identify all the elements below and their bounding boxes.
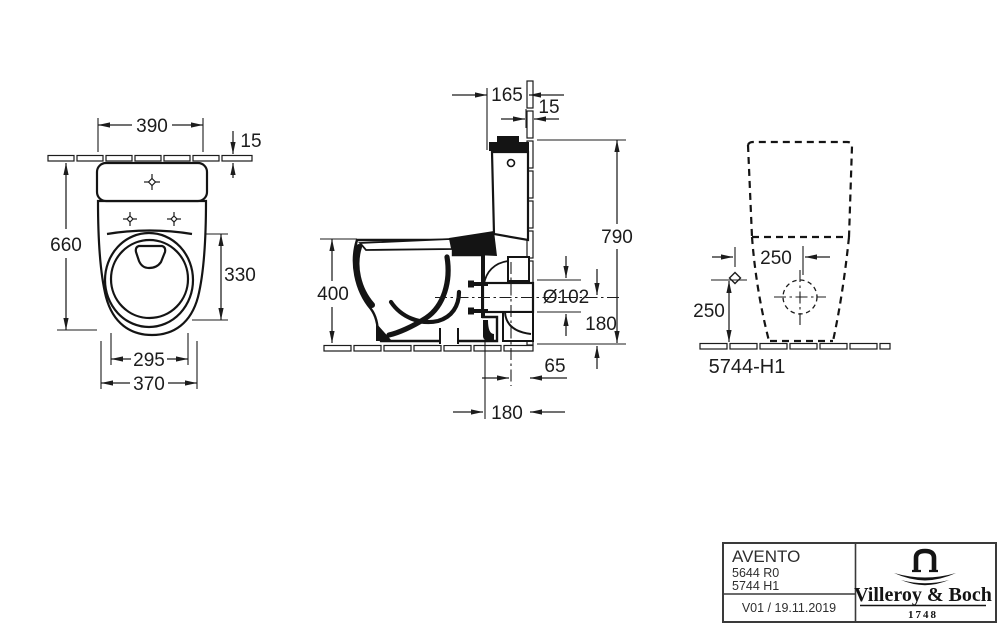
variant-label: 5744-H1: [709, 356, 786, 378]
version-date: V01 / 19.11.2019: [742, 601, 836, 615]
seat-hinge-mark-left-icon: [123, 212, 137, 226]
dim-outlet-to-wall: 65: [482, 356, 567, 381]
top-view: 390 15 660 330 295 370: [47, 116, 262, 395]
dim-total-length-label: 660: [50, 235, 82, 256]
trap-sump: [388, 289, 462, 325]
title-block: AVENTO 5644 R0 5744 H1 V01 / 19.11.2019 …: [722, 542, 997, 623]
dim-outlet-offset: 180: [453, 403, 565, 424]
article-number-2: 5744 H1: [732, 579, 779, 593]
brand-logo: Villeroy & Boch 1748: [854, 548, 992, 621]
side-view: 165 15 790 400 Ø102 180: [317, 80, 633, 424]
dim-outlet-height-label: 180: [585, 314, 617, 335]
dim-supply-height-label: 250: [693, 301, 725, 322]
rim-back-edge: [106, 229, 193, 236]
dim-outlet-to-wall-label: 65: [544, 356, 565, 377]
dim-cistern-depth-label: 165: [491, 85, 523, 106]
dim-total-height: 790: [601, 140, 633, 343]
dim-outlet-offset-label: 180: [491, 403, 523, 424]
brand-name: Villeroy & Boch: [854, 584, 992, 606]
dim-seat-width: 295: [111, 350, 188, 371]
flush-water-area: [134, 244, 167, 270]
pipe-flange-bolts: [468, 280, 488, 315]
dim-body-width: 370: [101, 374, 197, 395]
dim-supply-offset: 250: [712, 248, 830, 269]
outlet-elbow-body: [502, 311, 534, 342]
lid-center-mark-icon: [144, 174, 160, 190]
dim-outlet-diameter: Ø102: [543, 256, 589, 336]
rear-view: 250 250 5744-H1: [693, 140, 891, 378]
flush-button-icon: [506, 158, 516, 168]
dim-supply-height: 250: [693, 281, 732, 342]
trap-weir-wall: [386, 254, 451, 338]
title-block-border: [722, 542, 997, 623]
toilet-side-profile: [352, 136, 622, 386]
dim-cistern-depth: 165: [452, 85, 564, 106]
floor-hatch-rear: [699, 342, 891, 350]
dim-body-width-label: 370: [133, 374, 165, 395]
dim-outlet-diameter-label: Ø102: [543, 287, 589, 308]
extension-lines-side-view: [320, 88, 626, 419]
dim-total-length: 660: [50, 163, 82, 330]
dim-bowl-length: 330: [218, 234, 256, 320]
dim-supply-offset-label: 250: [760, 248, 792, 269]
bowl-outer-profile: [352, 238, 499, 343]
dim-cistern-width: 390: [98, 116, 203, 137]
seat-hinge-mark-right-icon: [167, 212, 181, 226]
toilet-rear-silhouette: [746, 140, 854, 343]
trap-outlet-gap: [440, 334, 458, 345]
dim-outlet-height: 180: [585, 269, 617, 369]
cistern-side: [490, 150, 530, 242]
inlet-curve: [483, 260, 509, 285]
seat-hinge-block: [449, 231, 497, 256]
rear-foot: [483, 320, 494, 341]
dim-cistern-width-label: 390: [136, 116, 168, 137]
dim-rim-height-label: 400: [317, 284, 349, 305]
brand-arch-icon: [912, 548, 938, 573]
wall-hatch-top: [47, 154, 253, 162]
dim-seat-width-label: 295: [133, 350, 165, 371]
dim-wall-thickness-side-label: 15: [538, 97, 559, 118]
floor-hatch-side: [323, 344, 534, 352]
supply-point-icon: [728, 271, 742, 285]
bowl-inner-outline: [109, 238, 190, 320]
dim-wall-thickness-top: 15: [230, 131, 262, 178]
seat-outline: [103, 231, 195, 329]
dim-total-height-label: 790: [601, 227, 633, 248]
trap-outlet-channel: [439, 328, 459, 344]
dim-wall-thickness-side: 15: [501, 97, 560, 122]
dim-rim-height: 400: [317, 239, 349, 343]
toilet-plan-outline: [95, 161, 209, 337]
front-foot: [376, 323, 392, 341]
outlet-target-icon: [774, 270, 826, 325]
cistern-lid: [489, 142, 529, 151]
outlet-elbow-curve: [504, 311, 532, 335]
article-number-1: 5644 R0: [732, 566, 779, 580]
extension-lines-rear-view: [711, 246, 804, 281]
inlet-bracket: [507, 256, 530, 282]
product-name: AVENTO: [732, 547, 800, 566]
brand-year: 1748: [908, 609, 938, 621]
cistern-lid-knob: [497, 136, 519, 142]
dim-bowl-length-label: 330: [224, 265, 256, 286]
brand-waves-icon: [894, 573, 956, 586]
dim-wall-thickness-top-label: 15: [240, 131, 261, 152]
bowl-front-face: [353, 244, 375, 308]
seat-side: [358, 238, 454, 251]
extension-lines-top-view: [57, 118, 228, 389]
